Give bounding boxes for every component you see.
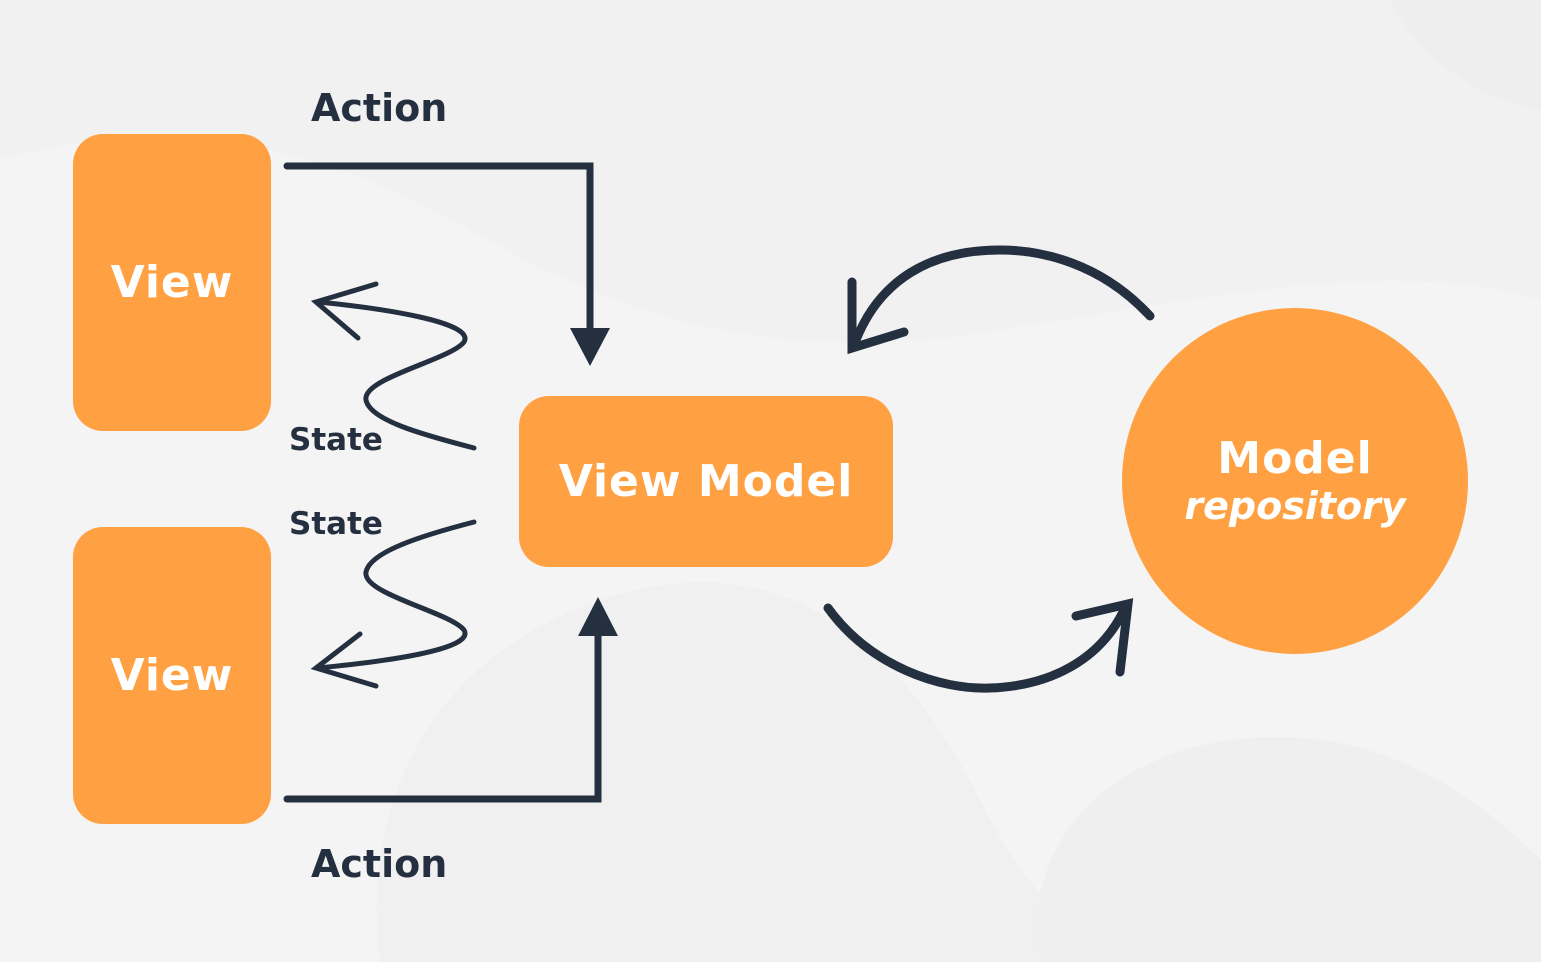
view-node-bottom: View (73, 527, 271, 824)
state-label-bottom: State (289, 506, 383, 542)
view-label-bottom: View (110, 650, 234, 701)
model-subtitle: repository (1184, 484, 1406, 528)
state-label-top: State (289, 422, 383, 458)
model-title: Model (1217, 433, 1373, 484)
model-repository-node: Model repository (1122, 308, 1468, 654)
action-label-top: Action (311, 86, 448, 130)
view-node-top: View (73, 134, 271, 431)
action-label-bottom: Action (311, 842, 448, 886)
view-model-label: View Model (558, 456, 854, 507)
view-model-node: View Model (519, 396, 893, 567)
view-label-top: View (110, 257, 234, 308)
